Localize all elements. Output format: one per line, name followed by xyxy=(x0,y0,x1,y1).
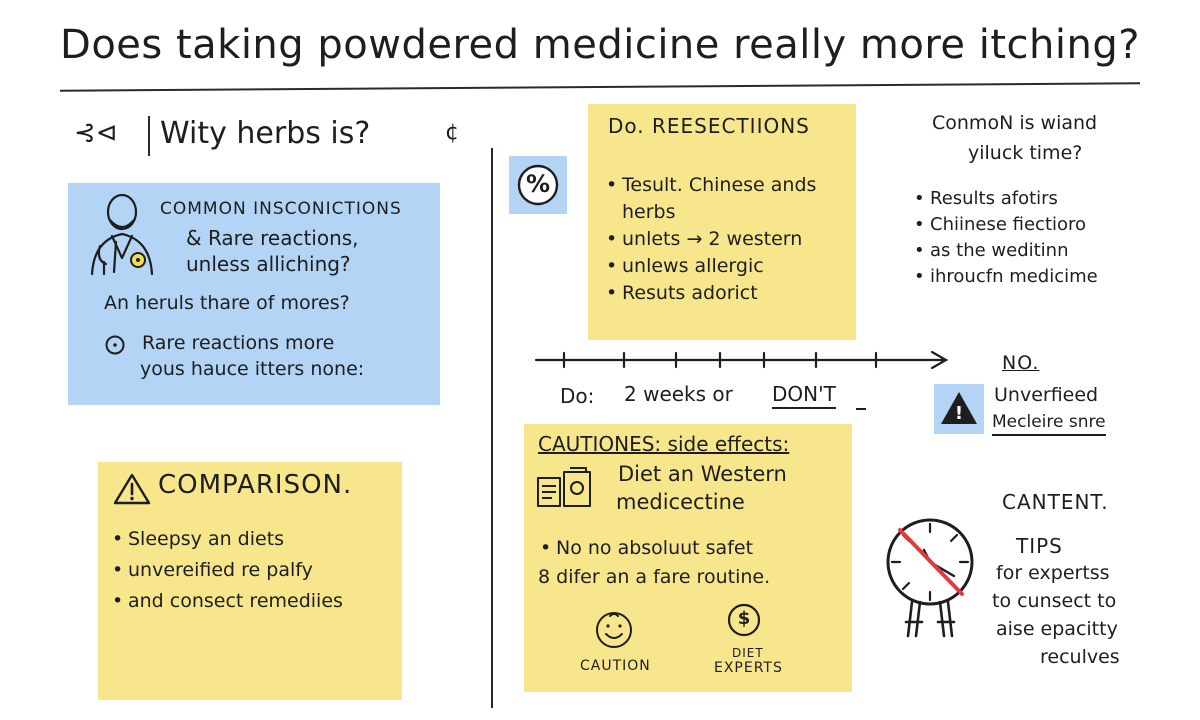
blue-line-4: An heruls thare of mores? xyxy=(104,292,350,314)
left-header-tail: ¢ xyxy=(445,120,459,145)
caution-label: CAUTION xyxy=(580,658,651,674)
circle-mark-icon xyxy=(105,335,125,355)
smiley-face-icon xyxy=(596,612,632,648)
tips-title: TIPS xyxy=(1016,534,1063,558)
right-no-label: NO. xyxy=(1002,352,1040,374)
warning-glyph: ! xyxy=(954,403,964,424)
cautions-list: No no absoluut safet xyxy=(538,532,848,564)
comparison-item: Sleepsy an diets xyxy=(110,524,400,555)
tips-line-3: aise epacitty xyxy=(996,618,1118,640)
comparison-item: unvereified re palfy xyxy=(110,555,400,586)
cautions-differ: 8 difer an a fare routine. xyxy=(538,566,771,588)
dollar-coin-icon xyxy=(727,603,761,637)
dollar-symbol: $ xyxy=(737,608,751,629)
timeline-dont: DON'T xyxy=(772,382,836,409)
right-results-list: Results afotirs Chiinese fiectioro as th… xyxy=(912,186,1182,290)
left-header-bracket xyxy=(148,116,150,156)
reactions-list: Tesult. Chinese ands herbs unlets → 2 we… xyxy=(604,172,852,307)
blue-line-2: & Rare reactions, xyxy=(186,226,359,250)
right-unverified-line-2: Mecleire snre xyxy=(992,412,1106,436)
tips-line-2: to cunsect to xyxy=(992,590,1117,612)
reactions-item: Resuts adorict xyxy=(604,280,852,307)
medicine-box-icon xyxy=(537,467,591,507)
right-common-line-2: yiluck time? xyxy=(968,142,1083,164)
cautions-title: CAUTIONES: side effects: xyxy=(538,432,790,456)
comparison-title: COMPARISON. xyxy=(158,470,353,500)
reactions-item: unlets → 2 western xyxy=(604,226,852,253)
tips-line-1: for expertss xyxy=(996,562,1110,584)
cautions-diet-line-1: Diet an Western xyxy=(618,462,787,486)
cautions-item: No no absoluut safet xyxy=(538,532,848,564)
left-header-question: Wity herbs is? xyxy=(160,116,371,151)
reactions-item: Tesult. Chinese ands herbs xyxy=(604,172,852,226)
reactions-title: Do. REESECTIIONS xyxy=(608,114,810,138)
blue-line-3: unless alliching? xyxy=(186,252,351,276)
timeline-dash xyxy=(856,408,866,410)
left-header-glyphs: ⊰⊲ xyxy=(74,118,118,148)
page-title: Does taking powdered medicine really mor… xyxy=(60,22,1140,68)
comparison-item: and consect remediies xyxy=(110,586,400,617)
right-results-item: Chiinese fiectioro xyxy=(912,212,1182,238)
tips-line-4: reculves xyxy=(1040,646,1120,668)
diet-label: DIET xyxy=(732,646,764,660)
doctor-icon xyxy=(90,193,154,276)
right-results-item: Results afotirs xyxy=(912,186,1182,212)
right-results-item: ihroucfn medicime xyxy=(912,264,1182,290)
blue-line-5: Rare reactions more xyxy=(142,332,335,354)
right-results-item: as the weditinn xyxy=(912,238,1182,264)
common-reactions-panel xyxy=(68,183,440,405)
timeline-arrow-icon xyxy=(534,350,949,370)
clock-icon xyxy=(886,518,974,638)
timeline-do-label: Do: xyxy=(560,384,595,408)
percent-symbol: % xyxy=(525,170,551,198)
reactions-item: unlews allergic xyxy=(604,253,852,280)
blue-line-6: yous hauce itters none: xyxy=(140,358,365,380)
column-divider xyxy=(491,148,493,708)
experts-label: EXPERTS xyxy=(714,660,783,676)
percent-icon xyxy=(517,164,559,206)
right-unverified-line-1: Unverfieed xyxy=(994,384,1099,406)
cautions-diet-line-2: medicectine xyxy=(616,490,745,514)
title-underline xyxy=(60,82,1140,92)
comparison-list: Sleepsy an diets unvereified re palfy an… xyxy=(110,524,400,617)
right-common-line-1: ConmoN is wiand xyxy=(932,112,1098,134)
timeline-weeks: 2 weeks or xyxy=(624,382,733,406)
warning-triangle-icon xyxy=(113,473,151,505)
warning-solid-icon xyxy=(941,392,977,424)
right-content-label: CANTENT. xyxy=(1002,490,1109,514)
blue-line-1: COMMON INSCONICTIONS xyxy=(160,199,402,219)
